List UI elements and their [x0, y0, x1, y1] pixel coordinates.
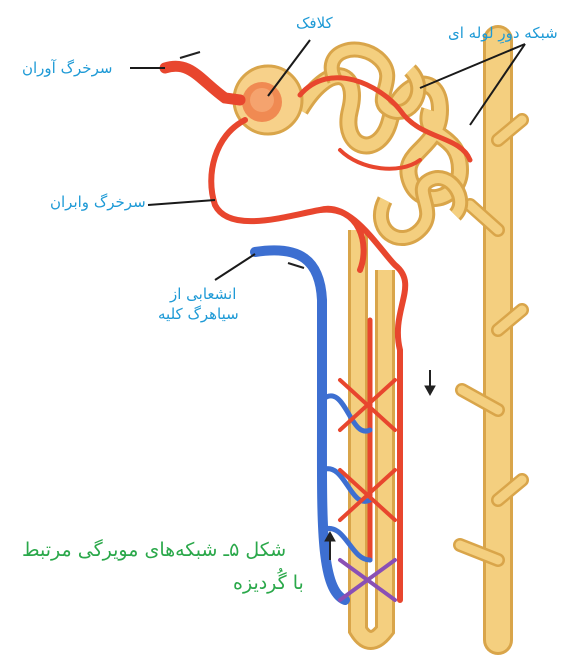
- collecting-duct: [460, 40, 522, 640]
- label-afferent-artery: سرخرگ آوران: [22, 58, 112, 78]
- figure-caption-line2: با گُردیزه: [233, 570, 304, 597]
- label-renal-vein-line1: انشعابی از: [170, 284, 236, 304]
- figure-caption-line1: شکل ۵ـ شبکه‌های مویرگی مرتبط: [22, 537, 286, 564]
- label-efferent-artery: سرخرگ وابران: [50, 192, 146, 212]
- label-glomerulus: کلافک: [296, 13, 333, 33]
- label-renal-vein-line2: سیاهرگ کلیه: [158, 304, 239, 324]
- label-peritubular-network: شبکه دورِ لوله ای: [448, 23, 558, 43]
